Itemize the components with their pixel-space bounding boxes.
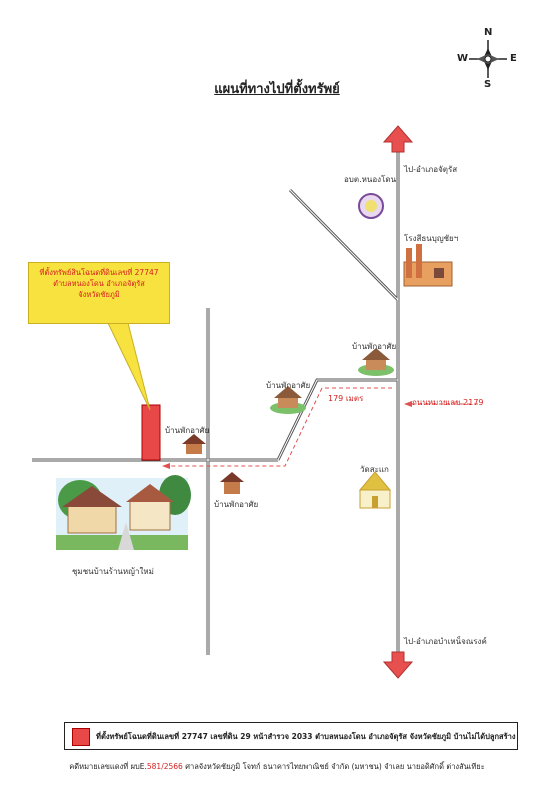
label-house-mid: บ้านพักอาศัย	[266, 381, 311, 390]
label-to-jaturat: ไป-อำเภอจัตุรัส	[404, 165, 458, 174]
legend-swatch	[72, 728, 90, 746]
compass-north-label: N	[484, 27, 493, 38]
footer-prefix: คดีหมายเลขแดงที่ ผบE.	[69, 762, 147, 771]
property-callout: ที่ตั้งทรัพย์สินโฉนดที่ดินเลขที่ 27747 ต…	[28, 262, 170, 324]
compass-south-label: S	[484, 79, 492, 90]
house-icon-right	[358, 348, 394, 376]
footer-suffix: ศาลจังหวัดชัยภูมิ โจทก์ ธนาคารไทยพาณิชย์…	[185, 762, 485, 771]
map-title: แผนที่ทางไปที่ตั้งทรัพย์	[214, 82, 340, 97]
label-highway: ถนนหมายเลข 2179	[412, 398, 484, 407]
callout-line-2: ตำบลหนองโดน อำเภอจัตุรัส	[53, 279, 145, 288]
compass-east-label: E	[510, 53, 517, 64]
house-icon-left	[182, 434, 206, 454]
house-icon-bottom	[220, 472, 244, 494]
label-temple: วัดสะแก	[360, 465, 389, 474]
label-house-left: บ้านพักอาศัย	[165, 426, 210, 435]
label-village: ชุมชนบ้านร้านหญ้าใหม่	[72, 567, 154, 576]
legend-box	[64, 722, 518, 750]
footer-case-number: 581/2566	[146, 762, 183, 771]
callout-line-1: ที่ตั้งทรัพย์สินโฉนดที่ดินเลขที่ 27747	[39, 268, 159, 277]
house-icon-mid	[270, 386, 306, 414]
label-house-right: บ้านพักอาศัย	[352, 342, 397, 351]
route-line	[165, 387, 478, 467]
compass-icon	[469, 40, 507, 78]
south-arrow-icon	[382, 651, 414, 679]
compass-west-label: W	[457, 53, 469, 64]
label-to-bamnet: ไป-อำเภอบำเหน็จณรงค์	[404, 637, 487, 646]
legend-text: ที่ตั้งทรัพย์โฉนดที่ดินเลขที่ 27747 เลขท…	[96, 732, 516, 741]
property-marker	[141, 404, 161, 461]
north-arrow-icon	[382, 125, 414, 153]
temple-icon	[358, 471, 392, 509]
label-obt: อบต.หนองโดน	[344, 175, 397, 184]
village-illustration	[56, 475, 191, 550]
label-distance: 179 เมตร	[328, 394, 364, 403]
label-factory: โรงสีธนบุญชัยฯ	[404, 234, 459, 243]
label-house-bottom: บ้านพักอาศัย	[214, 500, 259, 509]
footer-case-info: คดีหมายเลขแดงที่ ผบE.581/2566 ศาลจังหวัด…	[0, 761, 554, 773]
factory-icon	[403, 244, 453, 287]
seal-icon	[358, 193, 384, 219]
callout-line-3: จังหวัดชัยภูมิ	[78, 290, 120, 299]
